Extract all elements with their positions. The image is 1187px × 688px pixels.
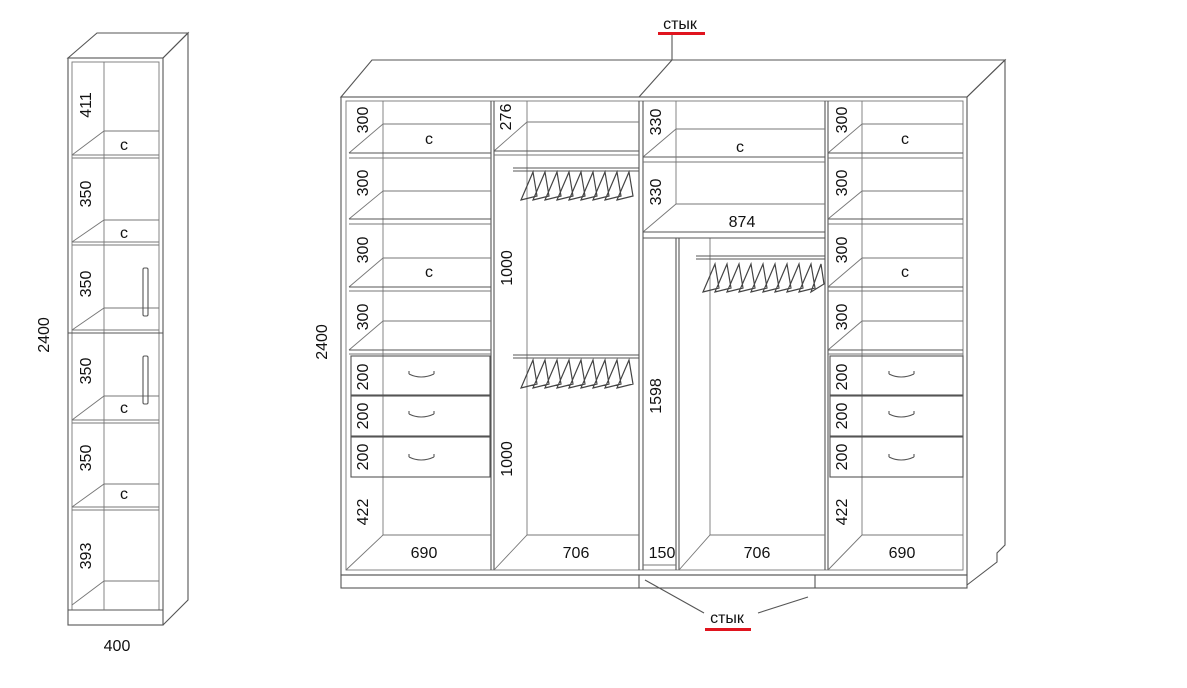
left-dim-411: 411 bbox=[78, 92, 95, 118]
hang2-width: 706 bbox=[744, 545, 771, 562]
left-col-drawer-200-1: 200 bbox=[355, 364, 372, 391]
hang2-shelf-330-1: 330 bbox=[648, 109, 665, 136]
joint-underline-bottom bbox=[705, 628, 751, 631]
narrow-col-height: 1598 bbox=[648, 378, 665, 414]
drawer-handle bbox=[408, 411, 435, 418]
narrow-col-width: 150 bbox=[649, 545, 676, 562]
hang2-shelf-330-2: 330 bbox=[648, 179, 665, 206]
shelf-mark: с bbox=[120, 400, 128, 417]
hanger-group bbox=[519, 357, 634, 389]
hanger-group bbox=[701, 261, 825, 294]
hanging-column-1 bbox=[493, 121, 639, 389]
right-col-shelf-300-3: 300 bbox=[834, 237, 851, 264]
left-dim-393: 393 bbox=[78, 543, 95, 570]
shelf-mark: с bbox=[425, 264, 433, 281]
drawer-handle bbox=[888, 411, 915, 418]
main-cabinet-height: 2400 bbox=[314, 324, 331, 360]
left-col-shelf-300-4: 300 bbox=[355, 304, 372, 331]
hang1-top-276: 276 bbox=[498, 104, 515, 131]
joint-label-bottom: стык bbox=[710, 610, 745, 627]
joint-top: стык bbox=[658, 16, 705, 60]
right-column-shelves bbox=[827, 123, 963, 355]
shelf-mark: с bbox=[736, 139, 744, 156]
right-col-bottom-422: 422 bbox=[834, 499, 851, 526]
drawer-handle bbox=[408, 454, 435, 461]
shelf-mark: с bbox=[901, 131, 909, 148]
hanger-group bbox=[519, 169, 634, 201]
left-column-drawers bbox=[350, 355, 491, 478]
right-col-width: 690 bbox=[889, 545, 916, 562]
hang1-upper-1000: 1000 bbox=[499, 250, 516, 286]
left-dim-350-1: 350 bbox=[78, 181, 95, 208]
shelf-mark: с bbox=[901, 264, 909, 281]
shelf-mark: с bbox=[120, 137, 128, 154]
shelf-mark: с bbox=[120, 486, 128, 503]
joint-label-top: стык bbox=[663, 16, 698, 33]
left-cabinet-shelves bbox=[68, 130, 163, 606]
left-dim-350-3: 350 bbox=[78, 358, 95, 385]
main-cabinet bbox=[339, 58, 1007, 589]
hang1-lower-1000: 1000 bbox=[499, 441, 516, 477]
right-column-drawers bbox=[829, 355, 964, 478]
left-cabinet bbox=[66, 31, 190, 626]
left-col-shelf-300-1: 300 bbox=[355, 107, 372, 134]
left-column-shelves bbox=[348, 123, 491, 355]
joint-underline-top bbox=[658, 32, 705, 35]
right-col-shelf-300-1: 300 bbox=[834, 107, 851, 134]
left-cabinet-height: 2400 bbox=[36, 317, 53, 353]
left-cabinet-width: 400 bbox=[104, 638, 131, 655]
left-col-shelf-300-3: 300 bbox=[355, 237, 372, 264]
right-col-shelf-300-4: 300 bbox=[834, 304, 851, 331]
drawer-handle bbox=[888, 371, 915, 378]
left-col-width: 690 bbox=[411, 545, 438, 562]
right-col-drawer-200-3: 200 bbox=[834, 444, 851, 471]
left-col-bottom-422: 422 bbox=[355, 499, 372, 526]
hang2-shelf-width-874: 874 bbox=[729, 214, 756, 231]
door-handle-lower bbox=[142, 355, 149, 405]
right-col-drawer-200-1: 200 bbox=[834, 364, 851, 391]
left-col-drawer-200-3: 200 bbox=[355, 444, 372, 471]
left-col-shelf-300-2: 300 bbox=[355, 170, 372, 197]
door-handle-upper bbox=[142, 267, 149, 317]
right-col-drawer-200-2: 200 bbox=[834, 403, 851, 430]
hang1-width: 706 bbox=[563, 545, 590, 562]
drawer-handle bbox=[408, 371, 435, 378]
drawer-handle bbox=[888, 454, 915, 461]
shelf-mark: с bbox=[425, 131, 433, 148]
hanging-column-2 bbox=[642, 101, 825, 294]
joint-bottom: стык bbox=[644, 579, 809, 631]
left-dim-350-4: 350 bbox=[78, 445, 95, 472]
left-col-drawer-200-2: 200 bbox=[355, 403, 372, 430]
shelf-mark: с bbox=[120, 225, 128, 242]
left-dim-350-2: 350 bbox=[78, 271, 95, 298]
right-col-shelf-300-2: 300 bbox=[834, 170, 851, 197]
